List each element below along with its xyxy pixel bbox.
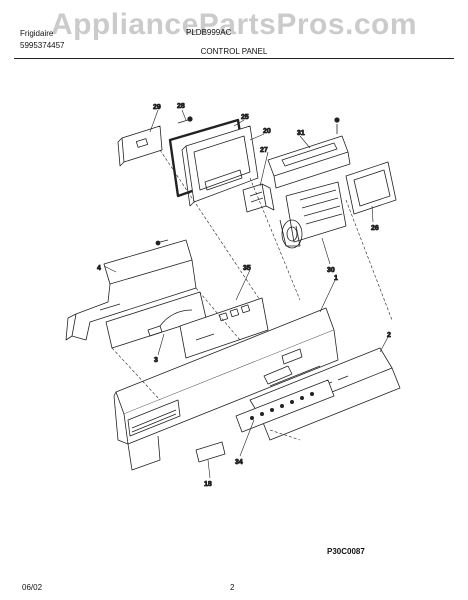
page-number: 2: [230, 583, 235, 592]
watermark: AppliancePartsPros.com: [50, 8, 418, 41]
callout-35: 35: [243, 265, 251, 272]
publication-number: 5995374457: [20, 41, 65, 50]
callout-18: 18: [204, 481, 212, 488]
callout-26: 26: [371, 225, 379, 232]
callout-4: 4: [97, 265, 101, 272]
part-28-screw: [177, 116, 193, 124]
callout-leaders: [103, 109, 389, 479]
part-34-button-pad: [235, 379, 335, 433]
diagram-code: P30C0087: [327, 547, 365, 556]
callout-30: 30: [327, 267, 335, 274]
part-18-label: [195, 441, 226, 463]
brand-line: Frigidaire: [20, 29, 54, 38]
header-rule: [14, 58, 454, 59]
header-left: Frigidaire 5995374457: [20, 28, 65, 52]
callout-3: 3: [154, 357, 158, 364]
assembly-guide-lines: [111, 149, 393, 441]
part-35-display-board: [179, 297, 269, 359]
callout-31: 31: [297, 130, 305, 137]
part-29-bracket: [117, 125, 163, 167]
part-30-blower: [279, 181, 347, 249]
part-27-module: [242, 183, 275, 213]
part-screw-top: [334, 117, 340, 134]
callout-1: 1: [334, 275, 338, 282]
part-1-control-panel: [113, 307, 339, 471]
section-title: CONTROL PANEL: [200, 47, 268, 56]
part-4-duct: [65, 239, 197, 341]
model-number: PLDB999AC: [186, 28, 232, 37]
part-screw-left: [155, 239, 169, 246]
callout-2: 2: [387, 332, 391, 339]
callout-29: 29: [153, 104, 161, 111]
callout-25: 25: [241, 114, 249, 121]
part-31-vent-cover: [267, 135, 351, 189]
callout-28: 28: [177, 103, 185, 110]
part-20-frame: [181, 125, 259, 207]
callout-27: 27: [260, 147, 268, 154]
callout-34: 34: [235, 459, 243, 466]
footer-date: 06/02: [22, 583, 43, 592]
callout-20: 20: [263, 128, 271, 135]
part-26-filter: [345, 161, 397, 215]
